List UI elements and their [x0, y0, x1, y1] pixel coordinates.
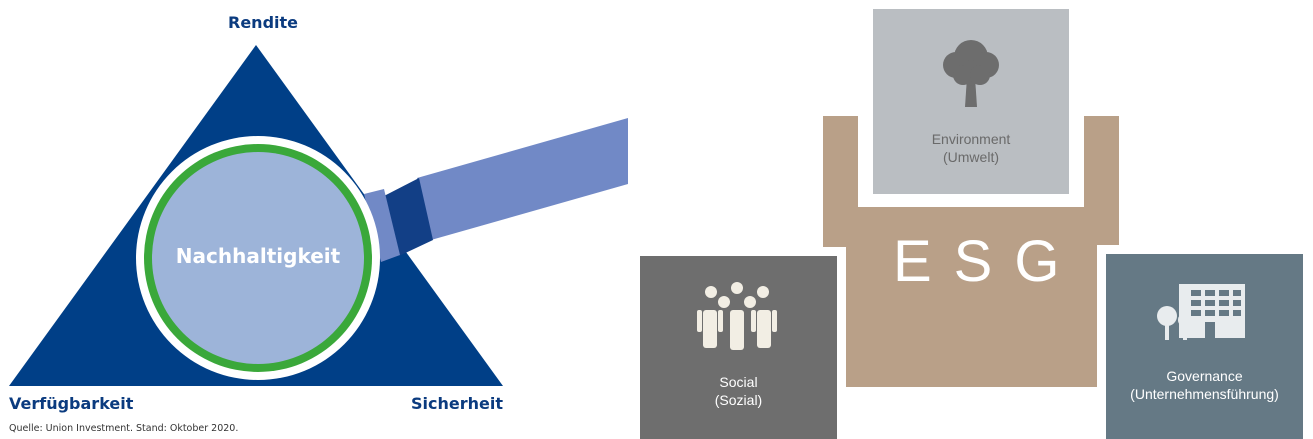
social-line1: Social	[719, 374, 758, 390]
source-note: Quelle: Union Investment. Stand: Oktober…	[9, 423, 239, 434]
social-line2: (Sozial)	[714, 392, 763, 408]
environment-box: Environment (Umwelt)	[873, 9, 1069, 194]
environment-line2: (Umwelt)	[943, 149, 999, 165]
label-nachhaltigkeit: Nachhaltigkeit	[175, 244, 341, 268]
magnifier-lens-glass	[152, 152, 364, 364]
governance-box: Governance (Unternehmensführung)	[1106, 254, 1303, 439]
sustainability-triangle-diagram	[9, 45, 628, 386]
governance-line1: Governance	[1166, 368, 1243, 384]
people-icon	[697, 282, 777, 350]
label-rendite: Rendite	[228, 13, 298, 32]
social-box: Social (Sozial)	[640, 256, 837, 439]
building-icon	[1157, 284, 1245, 340]
label-sicherheit: Sicherheit	[411, 394, 503, 413]
magnifier-handle-dark	[384, 178, 433, 256]
governance-line2: (Unternehmensführung)	[1130, 386, 1279, 402]
magnifier-handle-light	[417, 118, 628, 240]
tree-icon	[943, 40, 999, 107]
environment-line1: Environment	[931, 131, 1011, 147]
label-verfuegbarkeit: Verfügbarkeit	[9, 394, 134, 413]
magnifier-collar	[364, 189, 400, 262]
esg-title: ESG	[893, 229, 1082, 294]
